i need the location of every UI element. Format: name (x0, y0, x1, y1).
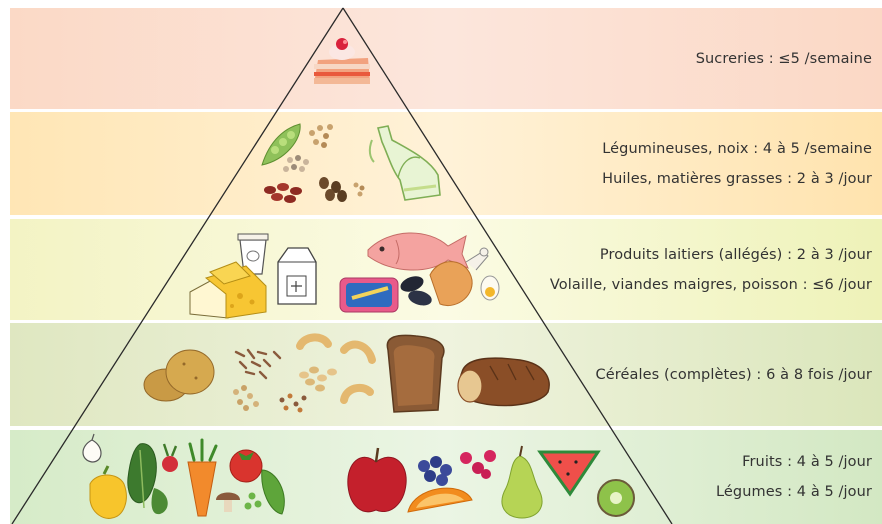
label-poultry-meat-fish: Volaille, viandes maigres, poisson : ≤6 … (549, 276, 872, 293)
tier-band-legumes-oils (10, 112, 882, 215)
tier-labels-cereals: Céréales (complètes) : 6 à 8 fois /jour (596, 323, 872, 426)
mussels-icon (400, 276, 432, 306)
bread-loaf-icon (457, 357, 550, 407)
label-cereals: Céréales (complètes) : 6 à 8 fois /jour (595, 366, 872, 383)
fish-icon (367, 232, 469, 271)
raspberries-icon (460, 450, 496, 479)
label-sweets: Sucreries : ≤5 /semaine (695, 50, 872, 67)
label-fruits: Fruits : 4 à 5 /jour (742, 454, 872, 470)
potato-icon (143, 349, 215, 402)
milk-carton-icon (277, 247, 317, 305)
apple-icon (347, 447, 407, 513)
chicken-leg-icon (429, 247, 489, 306)
sardine-can-icon (339, 277, 399, 313)
kiwi-icon (597, 479, 635, 517)
garlic-icon (82, 433, 102, 463)
mushroom-icon (216, 492, 240, 512)
beans-icon (264, 177, 347, 203)
tier-labels-fruits-vegetables: Fruits : 4 à 5 /jour Légumes : 4 à 5 /jo… (716, 430, 872, 524)
yogurt-icon (237, 233, 269, 275)
nuts-seeds-icon (283, 124, 365, 197)
tier-labels-sweets: Sucreries : ≤5 /semaine (696, 8, 872, 109)
orange-slice-icon (407, 487, 473, 513)
radish-icon (162, 443, 178, 472)
label-legumes-nuts: Légumineuses, noix : 4 à 5 /semaine (602, 140, 872, 157)
spinach-icon (127, 443, 168, 515)
peas-icon (244, 469, 285, 515)
watermelon-icon (537, 450, 601, 497)
grains-icon (233, 366, 337, 413)
tier-labels-legumes-oils: Légumineuses, noix : 4 à 5 /semaine Huil… (602, 112, 872, 215)
tier-band-sweets (10, 8, 882, 109)
rice-icon (234, 348, 282, 380)
tomato-icon (229, 449, 263, 483)
carrot-icon (187, 438, 218, 517)
label-oils-fats: Huiles, matières grasses : 2 à 3 /jour (602, 170, 872, 187)
blueberries-icon (418, 456, 452, 486)
label-dairy: Produits laitiers (allégés) : 2 à 3 /jou… (599, 246, 872, 263)
egg-icon (480, 275, 500, 301)
pasta-icon (296, 333, 376, 404)
oil-bottle-icon (368, 125, 441, 201)
pyramid-outline (11, 7, 673, 524)
label-vegetables: Légumes : 4 à 5 /jour (715, 484, 872, 500)
pear-icon (501, 445, 543, 519)
bread-slice-icon (386, 334, 445, 413)
tier-labels-dairy-protein: Produits laitiers (allégés) : 2 à 3 /jou… (550, 219, 872, 320)
cake-slice-icon (314, 38, 370, 84)
pepper-icon (89, 465, 127, 519)
cheese-icon (189, 261, 267, 319)
pea-pod-icon (261, 123, 301, 166)
